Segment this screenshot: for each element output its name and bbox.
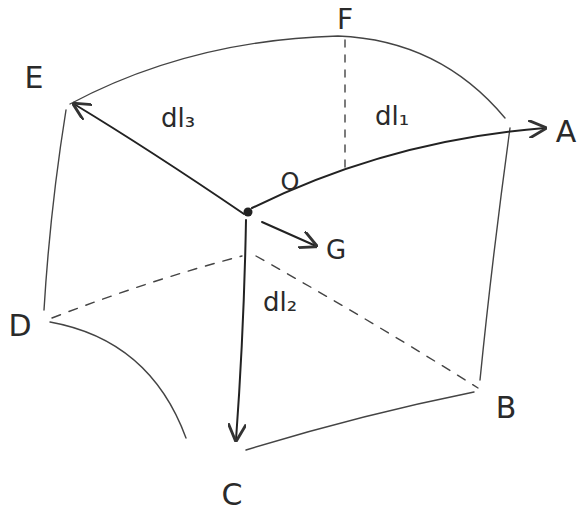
point-label: D [6,310,33,342]
vector-og [262,222,316,246]
right-edge [480,128,510,380]
point-label: B [494,392,519,424]
point-label: A [554,116,579,148]
hidden-edge [344,40,345,168]
point-label: O [279,169,302,195]
vector-dl1 [252,128,545,208]
origin-dot [244,208,253,217]
vector-dl3 [74,104,244,214]
left-edge [44,110,66,310]
point-label: dl₃ [159,104,197,132]
point-label: C [220,479,245,511]
point-label: F [335,5,355,35]
point-label: G [324,236,348,264]
lower-left-edge [50,322,186,438]
point-label: dl₁ [373,102,411,130]
hidden-edge [52,256,242,318]
point-label: E [23,62,46,94]
top-edge [70,36,505,118]
vector-dl2 [236,220,246,440]
bottom-edge [246,392,474,450]
hidden-edge [256,256,478,388]
point-label: dl₂ [261,288,299,316]
